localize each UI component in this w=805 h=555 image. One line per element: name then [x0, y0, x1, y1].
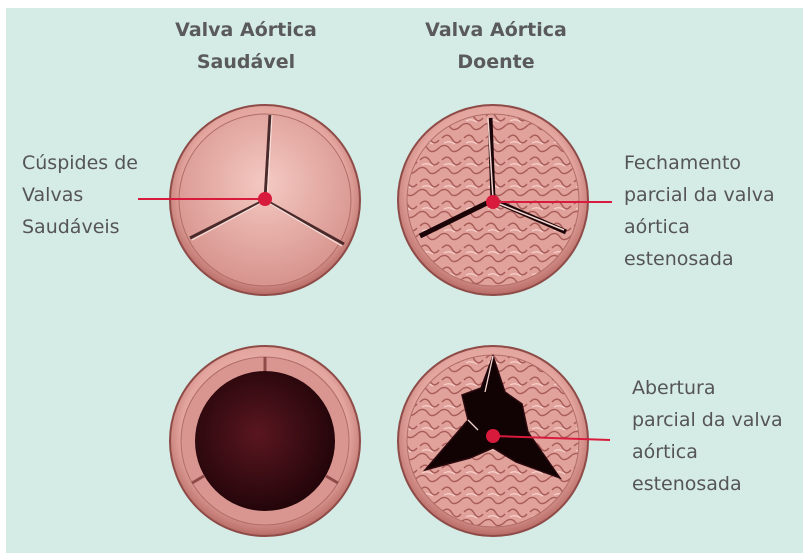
label-partial-opening: Abertura parcial da valva aórtica esteno… — [632, 372, 783, 500]
label-partial-closing: Fechamento parcial da valva aórtica este… — [624, 147, 775, 275]
label-line: estenosada — [632, 468, 783, 500]
label-line: Saudáveis — [22, 211, 138, 243]
label-line: Abertura — [632, 372, 783, 404]
label-line: Cúspides de — [22, 147, 138, 179]
label-line: aórtica — [632, 436, 783, 468]
label-line: Valvas — [22, 179, 138, 211]
label-healthy-cusps: Cúspides de Valvas Saudáveis — [22, 147, 138, 243]
label-line: parcial da valva — [624, 179, 775, 211]
label-line: parcial da valva — [632, 404, 783, 436]
label-line: Fechamento — [624, 147, 775, 179]
label-line: estenosada — [624, 243, 775, 275]
healthy-open-valve — [170, 346, 360, 536]
label-line: aórtica — [624, 211, 775, 243]
